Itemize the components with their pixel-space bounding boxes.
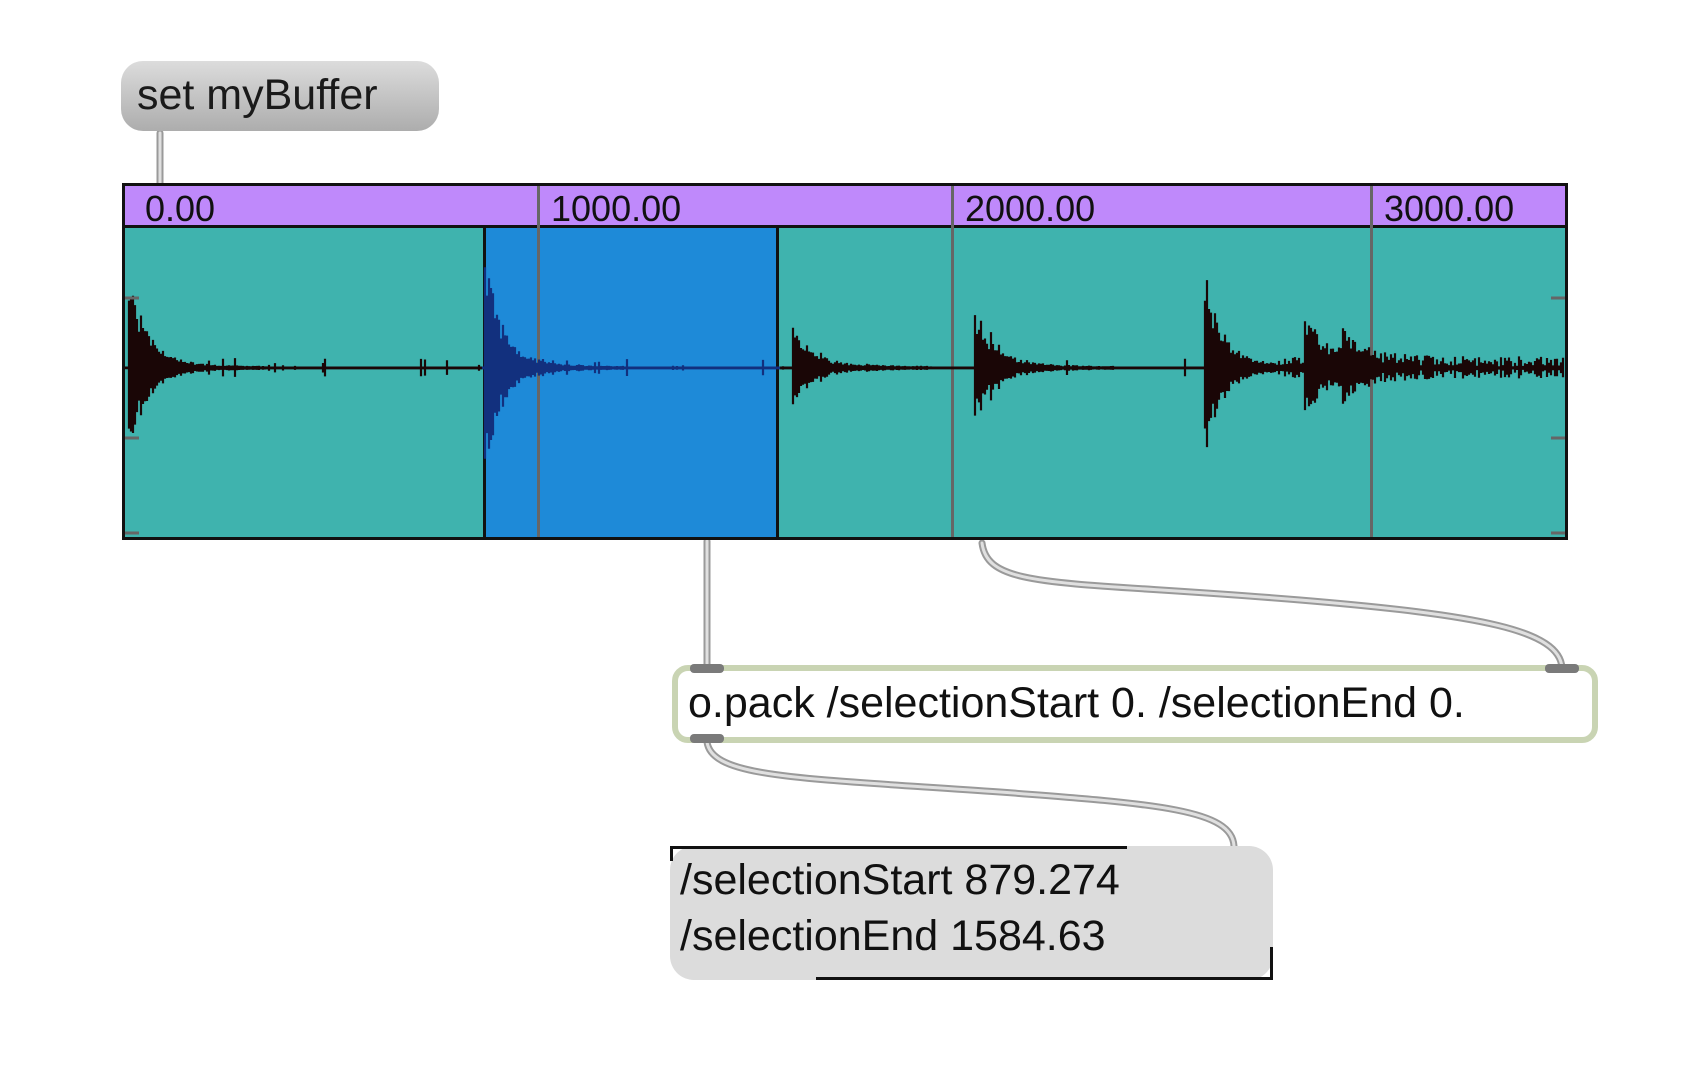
- o-pack-inlet-left[interactable]: [690, 664, 724, 673]
- ruler-label-1: 1000.00: [551, 188, 682, 229]
- selection-region[interactable]: [483, 228, 779, 537]
- waveform-trace: [125, 280, 1565, 448]
- waveform-display[interactable]: 0.00 1000.00 2000.00 3000.00: [122, 183, 1568, 540]
- o-display-box[interactable]: /selectionStart 879.274 /selectionEnd 15…: [670, 846, 1273, 980]
- audio-waveform: [125, 267, 1565, 535]
- display-line-selection-end: /selectionEnd 1584.63: [680, 912, 1106, 960]
- display-bracket-bottom-right: [816, 947, 1273, 980]
- patch-cord-waveform-to-pack-right: [978, 539, 1566, 672]
- o-pack-label: o.pack /selectionStart 0. /selectionEnd …: [688, 679, 1465, 727]
- display-bracket-top-left: [670, 846, 1127, 861]
- display-line-selection-start: /selectionStart 879.274: [680, 856, 1120, 904]
- waveform-trace-selected: [481, 267, 781, 459]
- o-pack-outlet[interactable]: [690, 734, 724, 743]
- patch-cord-pack-to-display: [703, 738, 1238, 850]
- o-pack-object-box[interactable]: o.pack /selectionStart 0. /selectionEnd …: [672, 665, 1598, 743]
- ruler-label-2: 2000.00: [965, 188, 1096, 229]
- o-pack-inlet-right[interactable]: [1545, 664, 1579, 673]
- time-ruler[interactable]: 0.00 1000.00 2000.00 3000.00: [125, 186, 1565, 229]
- message-box-label: set myBuffer: [137, 71, 378, 119]
- ruler-label-0: 0.00: [145, 188, 216, 229]
- ruler-label-3: 3000.00: [1384, 188, 1515, 229]
- set-buffer-message-box[interactable]: set myBuffer: [121, 61, 439, 131]
- ruler-gridline-2000: [951, 186, 954, 537]
